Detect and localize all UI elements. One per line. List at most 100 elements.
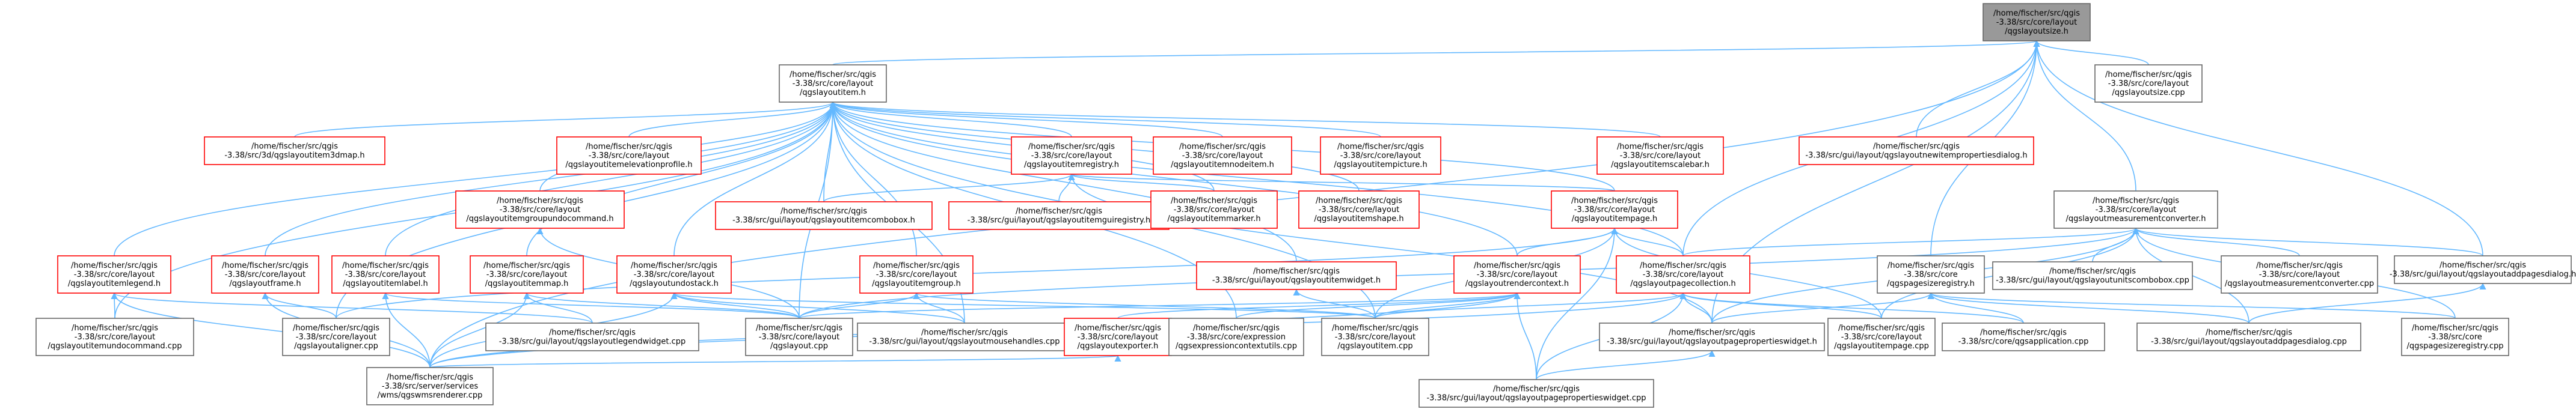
node-label-line: -3.38/src/core/layout xyxy=(2108,79,2189,88)
node-mconv-h[interactable]: /home/fischer/src/qgis-3.38/src/core/lay… xyxy=(2053,190,2218,229)
node-unitscombo[interactable]: /home/fischer/src/qgis-3.38/src/gui/layo… xyxy=(1992,261,2193,290)
edge-rendercontext-pagepropw_cpp xyxy=(1513,292,1537,380)
node-label-line: /home/fischer/src/qgis xyxy=(497,196,583,205)
edge-root-mconv_h xyxy=(2033,40,2136,192)
node-legend[interactable]: /home/fischer/src/qgis-3.38/src/core/lay… xyxy=(57,255,171,294)
node-label-line: /qgslayoutitempage.h xyxy=(1572,214,1657,223)
node-shape[interactable]: /home/fischer/src/qgis-3.38/src/core/lay… xyxy=(1298,190,1420,229)
edge-registry-marker xyxy=(1068,173,1215,192)
node-label-line: /qgslayoutframe.h xyxy=(229,279,301,288)
node-label-line: -3.38/src/core/layout xyxy=(2096,205,2176,214)
node-box xyxy=(2401,318,2509,356)
node-label-line: /home/fischer/src/qgis xyxy=(1171,196,1257,205)
node-label-line: -3.38/src/core/layout xyxy=(2259,270,2340,279)
node-combobox[interactable]: /home/fischer/src/qgis-3.38/src/gui/layo… xyxy=(715,201,933,230)
edge-pagecoll-pagepropw_h xyxy=(1679,292,1713,324)
node-box xyxy=(1196,261,1397,290)
node-label-line: /home/fischer/src/qgis xyxy=(1337,142,1424,151)
node-box xyxy=(57,255,171,294)
node-box xyxy=(1599,323,1825,351)
node-box xyxy=(1320,136,1441,175)
node-item3dmap[interactable]: /home/fischer/src/qgis-3.38/src/3d/qgsla… xyxy=(204,136,385,165)
node-label-line: /home/fischer/src/qgis xyxy=(72,324,158,333)
node-box xyxy=(2094,64,2203,103)
node-application-cpp[interactable]: /home/fischer/src/qgis-3.38/src/core/qgs… xyxy=(1942,323,2105,351)
node-group-h[interactable]: /home/fischer/src/qgis-3.38/src/core/lay… xyxy=(859,255,974,294)
node-pagepropw-cpp[interactable]: /home/fischer/src/qgis-3.38/src/gui/layo… xyxy=(1418,379,1654,408)
node-box xyxy=(211,255,319,294)
node-label-line: /qgslayoutitemmarker.h xyxy=(1167,214,1260,223)
edge-item-picture xyxy=(829,101,1381,138)
node-layout-cpp[interactable]: /home/fischer/src/qgis-3.38/src/core/lay… xyxy=(745,318,853,356)
node-label-line: /qgspagesizeregistry.cpp xyxy=(2406,342,2503,351)
node-elevprofile[interactable]: /home/fischer/src/qgis-3.38/src/core/lay… xyxy=(556,136,702,175)
edge-rendercontext-item_cpp xyxy=(1375,292,1521,319)
node-label-line: /home/fischer/src/qgis xyxy=(1179,142,1266,151)
node-rendercontext[interactable]: /home/fischer/src/qgis-3.38/src/core/lay… xyxy=(1453,255,1581,294)
node-picture[interactable]: /home/fischer/src/qgis-3.38/src/core/lay… xyxy=(1320,136,1441,175)
node-addpages-cpp[interactable]: /home/fischer/src/qgis-3.38/src/gui/layo… xyxy=(2136,323,2361,351)
node-groupundo[interactable]: /home/fischer/src/qgis-3.38/src/core/lay… xyxy=(455,190,625,229)
node-label-line: -3.38/src/3d/qgslayoutitem3dmap.h xyxy=(224,151,364,160)
node-pagesizereg-cpp[interactable]: /home/fischer/src/qgis-3.38/src/core/qgs… xyxy=(2401,318,2509,356)
node-label-line: /qgslayoutitemlabel.h xyxy=(343,279,428,288)
edge-item-rendercontext xyxy=(829,101,1518,256)
node-item[interactable]: /home/fischer/src/qgis-3.38/src/core/lay… xyxy=(779,64,887,103)
node-label-line: -3.38/src/gui/layout/qgslayoutmousehandl… xyxy=(869,338,1060,347)
node-marker[interactable]: /home/fischer/src/qgis-3.38/src/core/lay… xyxy=(1150,190,1278,229)
node-label-line: -3.38/src/core/layout xyxy=(486,270,567,279)
node-label-line: /qgspagesizeregistry.h xyxy=(1887,279,1975,288)
edge-root-size_cpp xyxy=(2033,40,2149,65)
node-root[interactable]: /home/fischer/src/qgis-3.38/src/core/lay… xyxy=(1983,3,2091,41)
node-label-line: -3.38/src/gui/layout/qgslayoutlegendwidg… xyxy=(499,338,686,347)
node-exprctx-cpp[interactable]: /home/fischer/src/qgis-3.38/src/core/exp… xyxy=(1168,318,1304,356)
edge-label-layout_cpp xyxy=(382,292,800,319)
node-page-cpp[interactable]: /home/fischer/src/qgis-3.38/src/core/lay… xyxy=(1827,318,1936,356)
node-pagepropw-h[interactable]: /home/fischer/src/qgis-3.38/src/gui/layo… xyxy=(1599,323,1825,351)
node-box xyxy=(1064,318,1172,356)
node-undocmd-cpp[interactable]: /home/fischer/src/qgis-3.38/src/core/lay… xyxy=(35,318,194,356)
node-scalebar[interactable]: /home/fischer/src/qgis-3.38/src/core/lay… xyxy=(1596,136,1724,175)
node-nodeitem[interactable]: /home/fischer/src/qgis-3.38/src/core/lay… xyxy=(1153,136,1292,175)
node-label-line: /home/fischer/src/qgis xyxy=(483,261,570,270)
node-label-line: /home/fischer/src/qgis xyxy=(1571,196,1658,205)
node-size-cpp[interactable]: /home/fischer/src/qgis-3.38/src/core/lay… xyxy=(2094,64,2203,103)
node-label-line: /home/fischer/src/qgis xyxy=(586,142,672,151)
node-newitemprops[interactable]: /home/fischer/src/qgis-3.38/src/gui/layo… xyxy=(1799,136,2034,165)
node-aligner-cpp[interactable]: /home/fischer/src/qgis-3.38/src/core/lay… xyxy=(282,318,390,356)
node-label-line: /home/fischer/src/qgis xyxy=(2049,267,2136,276)
node-itemwidget[interactable]: /home/fischer/src/qgis-3.38/src/gui/layo… xyxy=(1196,261,1397,290)
node-label-line: /qgslayoutitem.cpp xyxy=(1337,342,1412,351)
node-map-h[interactable]: /home/fischer/src/qgis-3.38/src/core/lay… xyxy=(470,255,584,294)
node-pagesizereg[interactable]: /home/fischer/src/qgis-3.38/src/core/qgs… xyxy=(1877,255,1985,294)
node-box xyxy=(1298,190,1420,229)
node-label-line: /qgslayoutitempicture.h xyxy=(1334,160,1427,169)
node-label-line: /qgslayoutexporter.h xyxy=(1078,342,1159,351)
edge-legend-legendwidget_cpp xyxy=(111,292,593,324)
node-registry[interactable]: /home/fischer/src/qgis-3.38/src/core/lay… xyxy=(1011,136,1132,175)
node-page-h[interactable]: /home/fischer/src/qgis-3.38/src/core/lay… xyxy=(1551,190,1678,229)
node-label-line: /home/fischer/src/qgis xyxy=(756,324,842,333)
node-mconv-cpp[interactable]: /home/fischer/src/qgis-3.38/src/core/lay… xyxy=(2221,255,2378,294)
node-label-line: -3.38/src/gui/layout/qgslayoutitemwidget… xyxy=(1212,276,1381,285)
node-box xyxy=(1150,190,1278,229)
node-label-line: -3.38/src/core/layout xyxy=(759,333,839,342)
node-pagecoll[interactable]: /home/fischer/src/qgis-3.38/src/core/lay… xyxy=(1616,255,1750,294)
node-label[interactable]: /home/fischer/src/qgis-3.38/src/core/lay… xyxy=(331,255,440,294)
node-box xyxy=(1153,136,1292,175)
edge-mconv_h-addpages_h xyxy=(2132,227,2483,256)
node-item-cpp[interactable]: /home/fischer/src/qgis-3.38/src/core/lay… xyxy=(1321,318,1429,356)
node-legendwidget-cpp[interactable]: /home/fischer/src/qgis-3.38/src/gui/layo… xyxy=(485,323,699,351)
node-label-line: /wms/qgswmsrenderer.cpp xyxy=(378,391,483,400)
node-box xyxy=(1877,255,1985,294)
node-exporter-h[interactable]: /home/fischer/src/qgis-3.38/src/core/lay… xyxy=(1064,318,1172,356)
node-guiregistry[interactable]: /home/fischer/src/qgis-3.38/src/gui/layo… xyxy=(948,201,1170,230)
node-undostack[interactable]: /home/fischer/src/qgis-3.38/src/core/lay… xyxy=(616,255,732,294)
edge-item-elevprofile xyxy=(628,101,836,138)
node-frame[interactable]: /home/fischer/src/qgis-3.38/src/core/lay… xyxy=(211,255,319,294)
node-mousehandles-cpp[interactable]: /home/fischer/src/qgis-3.38/src/gui/layo… xyxy=(857,323,1072,351)
node-label-line: /home/fischer/src/qgis xyxy=(1193,324,1280,333)
node-addpages-h[interactable]: /home/fischer/src/qgis-3.38/src/gui/layo… xyxy=(2390,255,2576,284)
node-wmsrenderer-cpp[interactable]: /home/fischer/src/qgis-3.38/src/server/s… xyxy=(366,367,494,405)
node-label-line: -3.38/src/core/qgsapplication.cpp xyxy=(1958,338,2089,347)
